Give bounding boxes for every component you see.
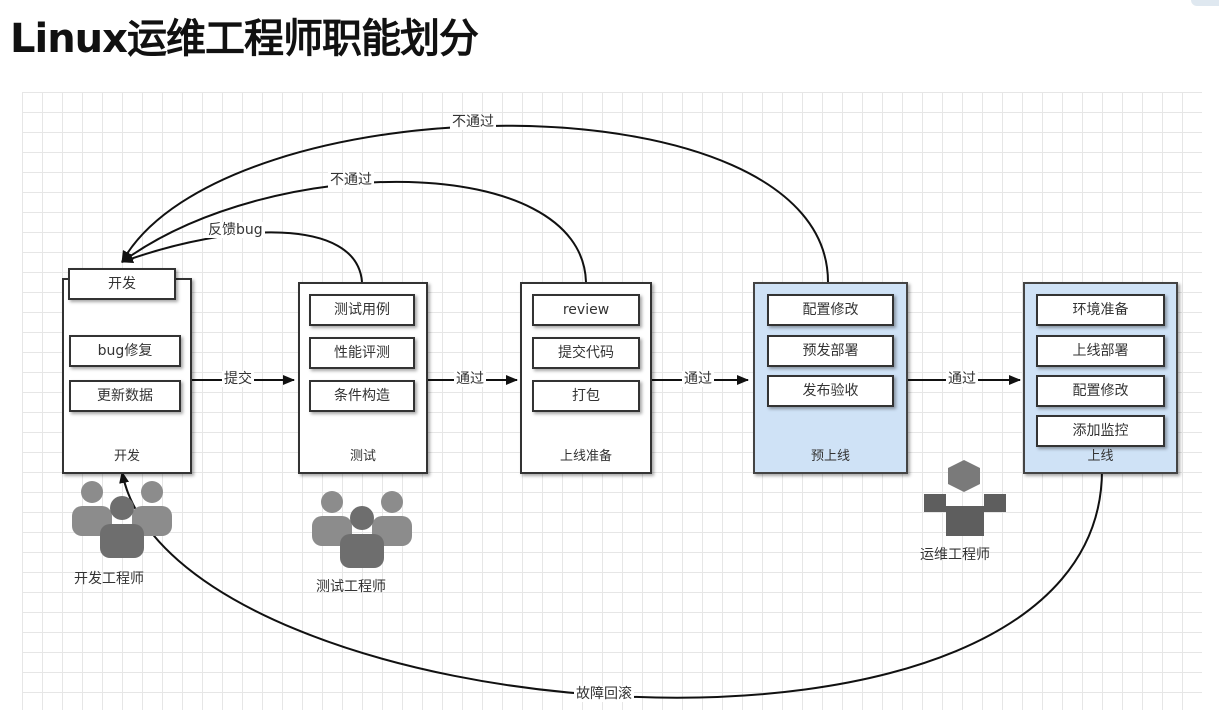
step-package: 打包 xyxy=(532,380,640,412)
edge-label-pass-3: 通过 xyxy=(946,371,978,387)
stage-release-prep-label: 上线准备 xyxy=(559,449,612,464)
step-condition-build: 条件构造 xyxy=(309,380,415,412)
step-pre-deploy: 预发部署 xyxy=(767,335,894,367)
edge-label-feedback-bug: 反馈bug xyxy=(206,222,265,238)
stage-release-label: 上线 xyxy=(1087,449,1114,464)
role-label-dev: 开发工程师 xyxy=(74,571,144,587)
role-label-ops: 运维工程师 xyxy=(920,547,990,563)
edge-label-pass-1: 通过 xyxy=(454,371,486,387)
step-config-change: 配置修改 xyxy=(767,294,894,326)
edge-label-rollback: 故障回滚 xyxy=(574,686,634,702)
arrow-reject-preprod xyxy=(121,124,829,283)
stage-dev-label: 开发 xyxy=(113,449,140,464)
connector-layer xyxy=(119,124,1103,699)
step-config-change-2: 配置修改 xyxy=(1036,375,1165,407)
stage-test-label: 测试 xyxy=(349,449,376,464)
edge-label-submit: 提交 xyxy=(222,371,254,387)
people-group-icon xyxy=(72,481,172,558)
arrow-reject-review xyxy=(121,180,587,283)
step-performance-eval: 性能评测 xyxy=(309,337,415,369)
step-bug-fix: bug修复 xyxy=(69,335,181,367)
window-corner-decoration xyxy=(1191,0,1219,6)
edge-label-reject-review: 不通过 xyxy=(328,172,374,188)
step-add-monitoring: 添加监控 xyxy=(1036,415,1165,447)
role-label-test: 测试工程师 xyxy=(316,579,386,595)
step-test-cases: 测试用例 xyxy=(309,294,415,326)
diagram-canvas: 开发 开发 bug修复 更新数据 测试 测试用例 性能评测 条件构造 上线准备 … xyxy=(22,92,1202,710)
stage-pre-release-label: 预上线 xyxy=(810,449,850,464)
step-release-acceptance: 发布验收 xyxy=(767,375,894,407)
server-user-icon xyxy=(924,460,1006,536)
step-deploy: 上线部署 xyxy=(1036,335,1165,367)
edge-label-reject-preprod: 不通过 xyxy=(450,114,496,130)
arrow-feedback-bug xyxy=(121,231,363,283)
page-title: Linux运维工程师职能划分 xyxy=(10,16,479,62)
edge-label-pass-2: 通过 xyxy=(682,371,714,387)
people-group-icon xyxy=(312,491,412,568)
step-update-data: 更新数据 xyxy=(69,380,181,412)
step-env-prepare: 环境准备 xyxy=(1036,294,1165,326)
step-submit-code: 提交代码 xyxy=(532,337,640,369)
step-review: review xyxy=(532,294,640,326)
stage-dev: 开发 xyxy=(62,278,192,474)
stage-dev-header: 开发 xyxy=(68,268,176,300)
